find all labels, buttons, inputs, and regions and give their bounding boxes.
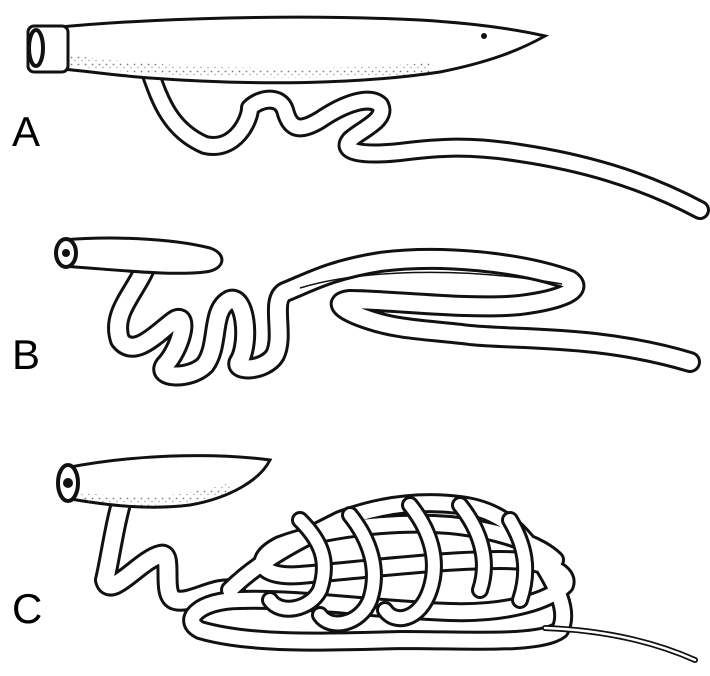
panel-c-label: C <box>12 588 42 630</box>
panel-a-illustration <box>28 17 700 212</box>
panel-b-label: B <box>12 334 40 376</box>
panel-a-coiled-tube <box>150 72 700 210</box>
panel-a-opening-hole <box>29 30 43 66</box>
panel-b-sac <box>62 238 222 273</box>
panel-a-label: A <box>12 111 40 153</box>
panel-c-illustration <box>58 456 695 660</box>
panel-c-coiled-tube <box>105 490 695 660</box>
panel-b-illustration <box>56 238 690 375</box>
